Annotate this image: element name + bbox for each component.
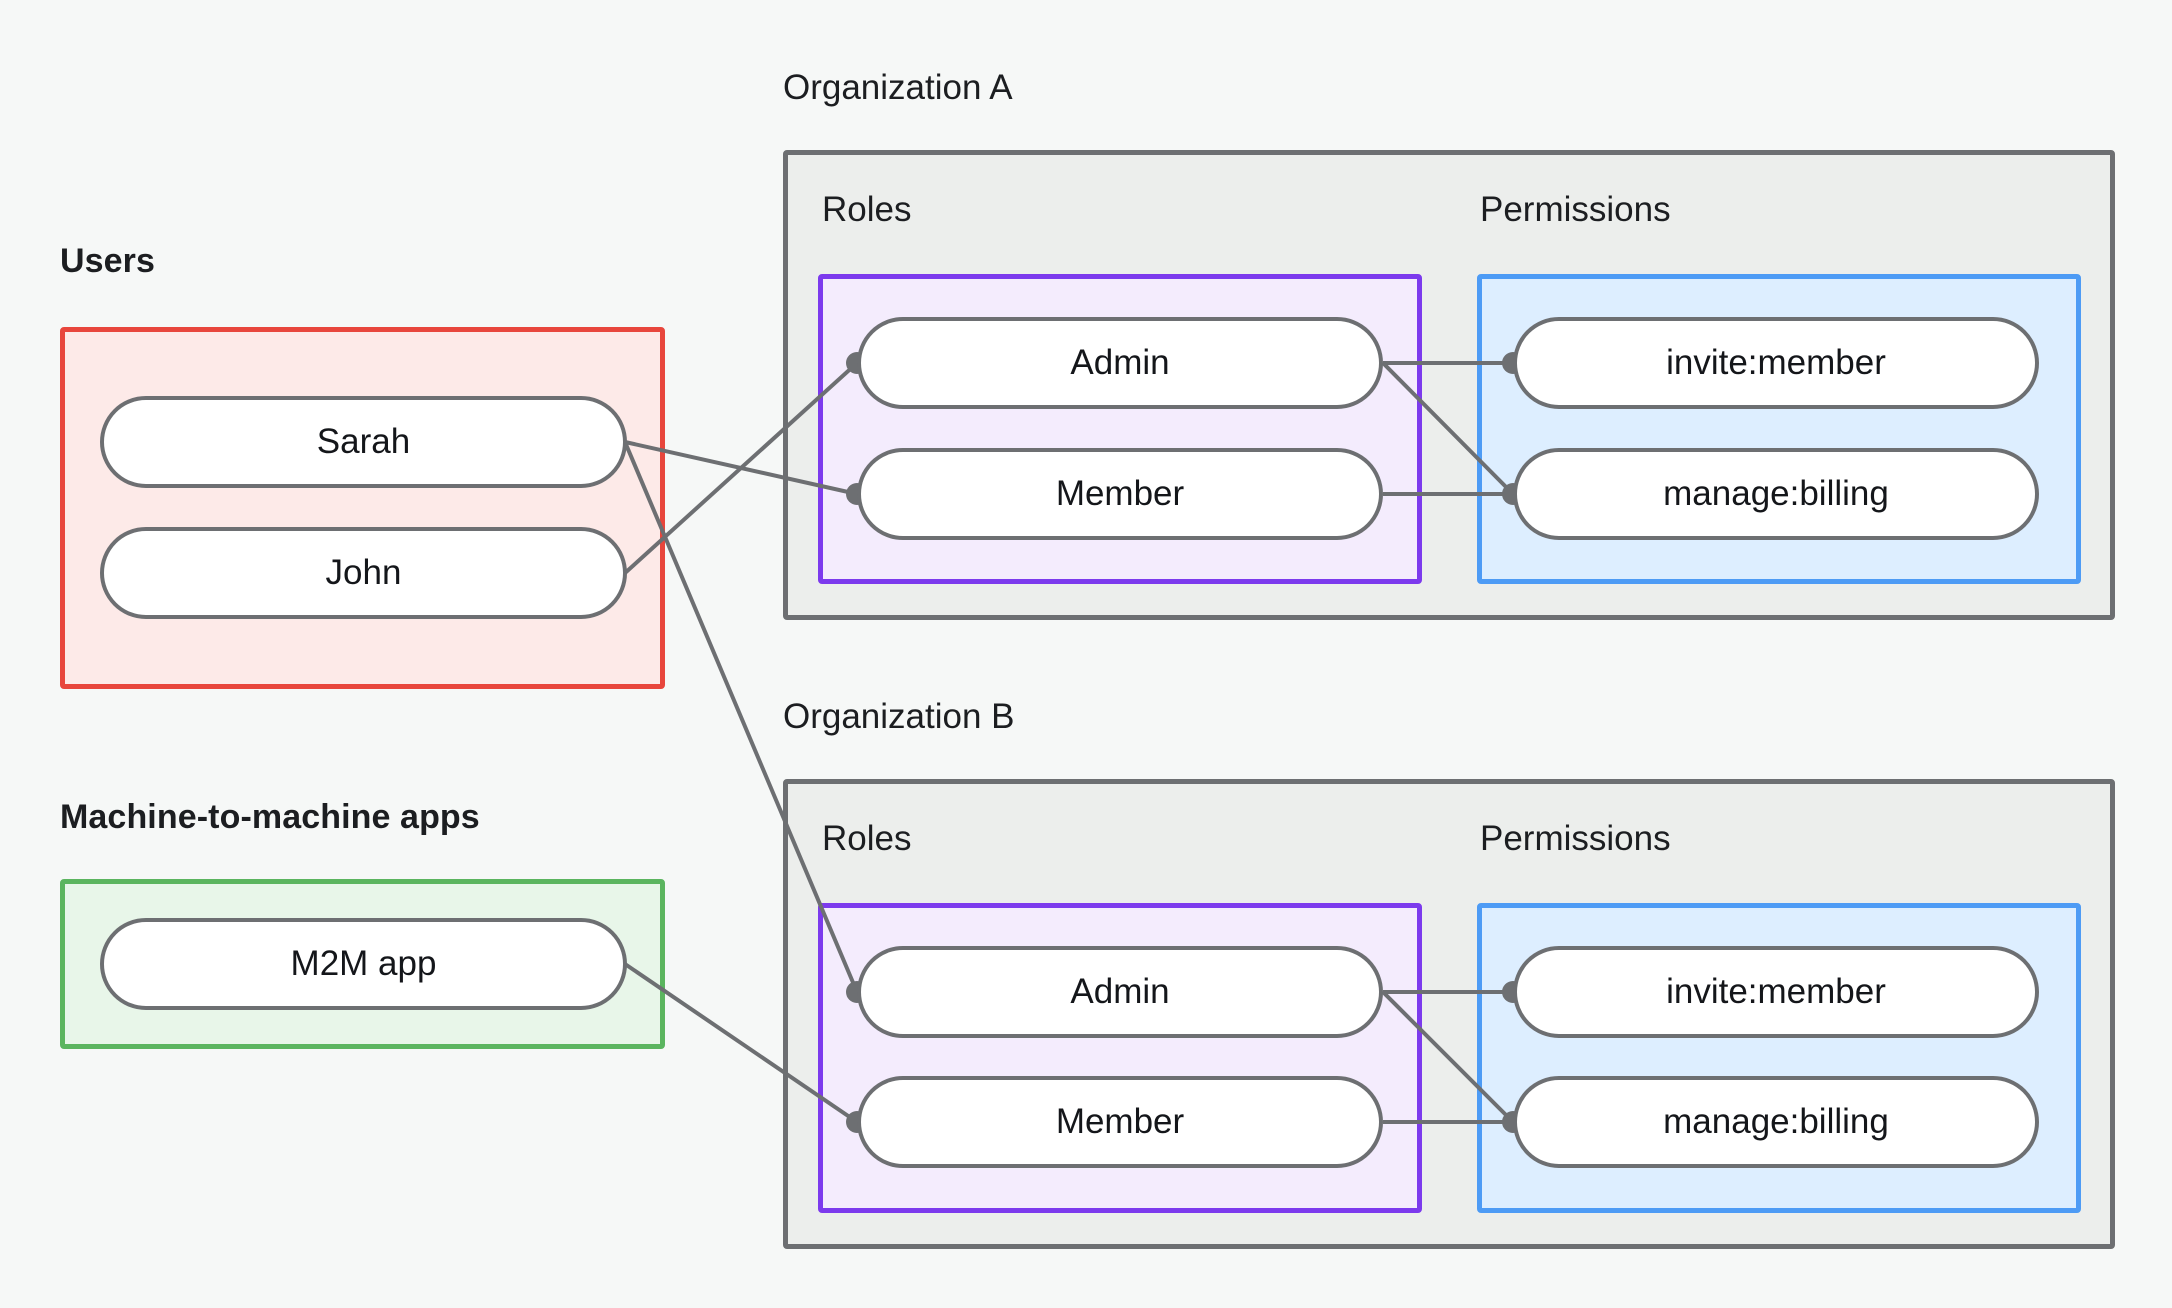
organization-b-title: Organization B <box>783 697 1015 736</box>
users-group <box>60 327 665 689</box>
organization-a-title: Organization A <box>783 68 1013 107</box>
organization-b-permission-pill-invite-member[interactable]: invite:member <box>1513 946 2039 1038</box>
organization-a-permissions-label: Permissions <box>1480 190 1671 229</box>
user-pill-sarah[interactable]: Sarah <box>100 396 627 488</box>
m2m-caption: Machine-to-machine apps <box>60 798 480 836</box>
organization-b-role-pill-admin[interactable]: Admin <box>857 946 1383 1038</box>
organization-a-permission-pill-invite-member[interactable]: invite:member <box>1513 317 2039 409</box>
user-pill-john[interactable]: John <box>100 527 627 619</box>
organization-b-permission-pill-manage-billing[interactable]: manage:billing <box>1513 1076 2039 1168</box>
organization-a-role-pill-member[interactable]: Member <box>857 448 1383 540</box>
organization-b-permissions-label: Permissions <box>1480 819 1671 858</box>
organization-b-roles-label: Roles <box>822 819 912 858</box>
organization-a-role-pill-admin[interactable]: Admin <box>857 317 1383 409</box>
users-caption: Users <box>60 242 156 280</box>
organization-b-role-pill-member[interactable]: Member <box>857 1076 1383 1168</box>
organization-a-permission-pill-manage-billing[interactable]: manage:billing <box>1513 448 2039 540</box>
organization-a-roles-label: Roles <box>822 190 912 229</box>
m2m-pill-app[interactable]: M2M app <box>100 918 627 1010</box>
